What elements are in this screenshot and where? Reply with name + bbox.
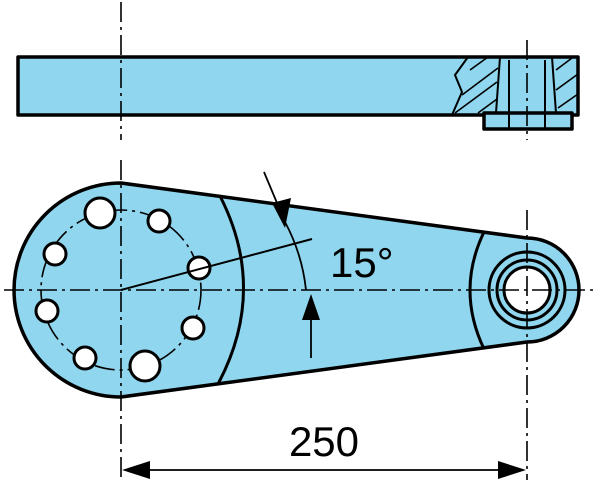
bolt-hole bbox=[180, 315, 206, 341]
length-dimension: 250 bbox=[122, 418, 526, 479]
hatch-line bbox=[469, 56, 489, 71]
bolt-hole bbox=[34, 298, 60, 324]
bore-edge-right bbox=[551, 56, 557, 114]
dimension-arrow-right bbox=[498, 461, 526, 479]
angle-arrow-upper bbox=[272, 198, 291, 228]
bore-edge-left bbox=[495, 56, 501, 114]
side-view-body bbox=[16, 55, 580, 117]
angle-dimension: 15° bbox=[263, 171, 394, 358]
angle-label: 15° bbox=[330, 239, 394, 286]
bolt-hole bbox=[42, 241, 68, 267]
hatch-line bbox=[555, 73, 579, 91]
bolt-hole-large bbox=[83, 196, 117, 230]
hatch-line bbox=[461, 67, 499, 96]
hatch-line bbox=[454, 81, 498, 114]
plan-view bbox=[4, 160, 598, 480]
side-view-boss bbox=[482, 111, 574, 131]
bolt-hole bbox=[72, 345, 98, 371]
section-hatch bbox=[451, 56, 579, 128]
hatch-line bbox=[557, 93, 579, 109]
hatch-line bbox=[477, 98, 498, 114]
dimension-arrow-left bbox=[122, 461, 150, 479]
break-line bbox=[451, 56, 469, 116]
bolt-hole bbox=[186, 255, 212, 281]
angle-reference-line bbox=[120, 238, 313, 291]
side-view bbox=[16, 2, 580, 140]
angle-arc bbox=[284, 221, 307, 291]
bolt-hole bbox=[146, 208, 172, 234]
length-label: 250 bbox=[289, 418, 359, 465]
bolt-hole-large bbox=[128, 349, 162, 383]
arm-outline bbox=[12, 181, 581, 399]
hatch-line bbox=[555, 57, 573, 71]
angle-arrow-lower bbox=[302, 294, 320, 320]
